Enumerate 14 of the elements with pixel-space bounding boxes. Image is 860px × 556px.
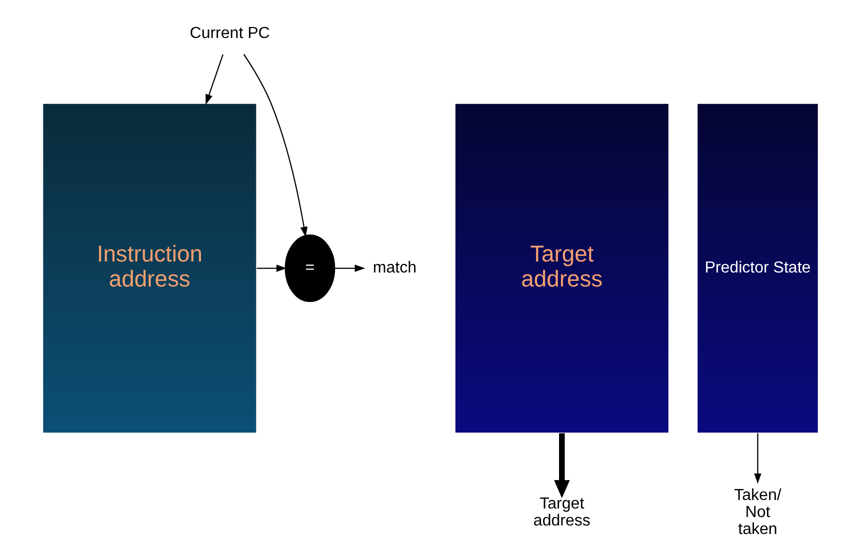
arrow (754, 433, 761, 484)
node-text: match (372, 258, 416, 277)
arrow (334, 264, 365, 272)
node-text: Taken/ Not taken (734, 486, 781, 538)
node-box: Instruction address (42, 102, 257, 434)
node-box: Predictor State (696, 102, 818, 434)
arrow (256, 264, 286, 272)
arrow (205, 54, 224, 105)
node-text: Target address (532, 494, 590, 530)
node-ellipse: = (284, 234, 335, 302)
node-text: Current PC (189, 24, 270, 42)
node-box: Target address (454, 102, 670, 434)
arrow (242, 54, 308, 238)
arrow (554, 433, 570, 498)
